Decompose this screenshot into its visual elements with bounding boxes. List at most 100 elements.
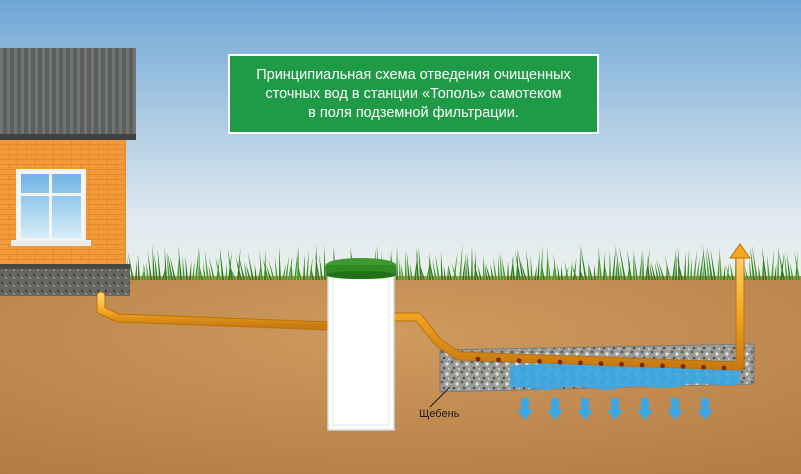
grass-blade <box>268 259 275 280</box>
grass-blade <box>314 251 320 280</box>
drain-arrow <box>517 398 533 420</box>
grass-blade <box>706 245 713 280</box>
pipe-hole <box>496 357 501 363</box>
grass-blade <box>784 253 788 280</box>
grass-blade <box>485 262 491 280</box>
gravel-leader <box>429 386 451 408</box>
pipe-hole <box>680 364 686 369</box>
grass-blade <box>303 253 305 280</box>
grass-blade <box>416 246 419 280</box>
grass-blade <box>235 255 242 280</box>
grass-blade <box>658 262 665 280</box>
grass-blade <box>526 250 530 280</box>
house <box>0 48 136 296</box>
grass-blade <box>639 249 643 280</box>
grass-blade <box>771 249 774 280</box>
grass-blade <box>262 258 269 280</box>
grass-blade <box>717 247 721 280</box>
drain-arrow <box>697 398 713 420</box>
vent-arrow <box>729 243 751 259</box>
title-line-1: Принципиальная схема отведения очищенных <box>256 66 571 83</box>
grass-blade <box>247 252 254 280</box>
grass-blade <box>282 263 286 280</box>
grass-blade <box>274 256 278 280</box>
grass-blade <box>493 256 497 280</box>
grass-blade <box>319 254 323 280</box>
grass-blade <box>147 251 152 280</box>
grass-blade <box>474 251 477 280</box>
grass-blade <box>405 249 407 280</box>
grass-blade <box>767 254 770 280</box>
pipe-hole <box>516 358 522 364</box>
drain-arrow <box>577 398 593 420</box>
grass-blade <box>435 253 440 280</box>
gravel-label: Щебень <box>419 408 460 420</box>
grass-blade <box>530 255 533 280</box>
grass-blade <box>672 247 677 280</box>
pipe-hole <box>660 363 665 369</box>
grass-blade <box>154 253 158 280</box>
grass-blade <box>794 250 800 280</box>
grass-blade <box>615 262 617 280</box>
grass-blade <box>642 250 644 280</box>
grass-blade <box>710 248 716 280</box>
grass-blade <box>501 255 506 280</box>
grass-blade <box>570 260 573 280</box>
grass-blade <box>571 263 578 280</box>
grass-blade <box>290 256 293 280</box>
grass-blade <box>561 264 563 280</box>
grass-blade <box>466 252 470 280</box>
pipe-hole <box>598 361 604 366</box>
grass-blade <box>666 263 668 280</box>
grass-blade <box>654 262 659 280</box>
grass-blade <box>520 259 527 280</box>
grass-blade <box>557 263 560 280</box>
grass-blade <box>598 245 602 280</box>
grass-blade <box>178 244 182 280</box>
grass-blade <box>152 244 155 280</box>
house-foundation <box>0 264 130 296</box>
grass-blade <box>678 245 680 280</box>
pipe-hole <box>557 359 563 365</box>
grass-blade <box>534 265 537 280</box>
drain-arrow <box>607 398 623 420</box>
pipe-holes <box>475 356 727 371</box>
grass-blade <box>702 263 704 280</box>
grass-blade <box>553 253 557 280</box>
pipe-hole <box>619 361 624 367</box>
grass-blade <box>440 251 443 280</box>
grass-blade <box>612 244 616 280</box>
grass-blade <box>512 255 515 280</box>
grass-blade <box>396 244 398 280</box>
grass-blade <box>432 259 437 280</box>
grass-blade <box>749 258 752 280</box>
grass-blade <box>723 263 726 280</box>
grass-blade <box>285 255 290 280</box>
pipe-hole <box>639 362 645 368</box>
grass-blade <box>471 245 473 280</box>
grass-blade <box>164 246 167 280</box>
title-line-2: сточных вод в станции «Тополь» самотеком <box>265 85 562 102</box>
grass-blade <box>146 261 149 280</box>
grass-blade <box>647 255 650 280</box>
grass-blade <box>309 256 313 280</box>
grass-blade <box>429 252 431 280</box>
grass-blade <box>473 260 479 280</box>
grass-blade <box>219 246 224 280</box>
grass-blade <box>490 263 494 280</box>
grass-blade <box>684 251 686 280</box>
grass-blade <box>750 246 755 280</box>
grass-blade <box>418 260 425 280</box>
grass-blade <box>789 262 794 280</box>
grass-blade <box>604 263 608 280</box>
grass-blade <box>477 264 482 280</box>
grass-blade <box>498 255 500 280</box>
grass-blade <box>238 255 245 280</box>
water-seepage <box>510 362 740 390</box>
pipe-hole <box>475 356 481 362</box>
grass-blade <box>627 249 632 280</box>
grass-blade <box>288 255 293 280</box>
grass-blade <box>279 246 281 280</box>
grass-blade <box>645 248 650 280</box>
grass-blade <box>306 249 309 280</box>
